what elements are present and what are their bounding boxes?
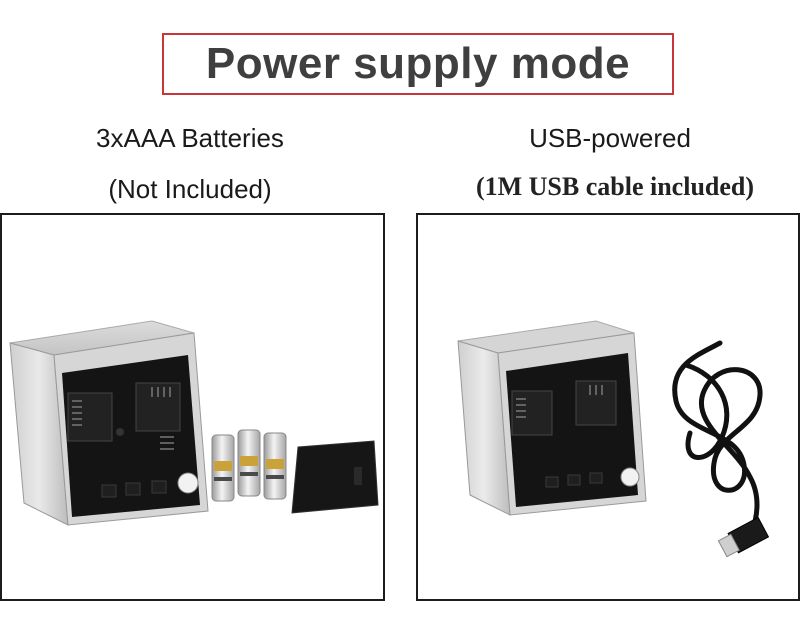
right-caption-line1: USB-powered bbox=[529, 123, 691, 153]
right-caption-line2: (1M USB cable included) bbox=[475, 172, 755, 201]
usb-photo-panel bbox=[416, 213, 800, 601]
battery-photo-panel bbox=[0, 213, 385, 601]
left-caption-line1: 3xAAA Batteries bbox=[96, 123, 284, 153]
usb-illustration bbox=[457, 320, 770, 558]
left-caption-line2: (Not Included) bbox=[108, 174, 272, 204]
title-box: Power supply mode bbox=[162, 33, 674, 95]
battery-illustration bbox=[9, 320, 379, 526]
page-title: Power supply mode bbox=[205, 39, 631, 88]
